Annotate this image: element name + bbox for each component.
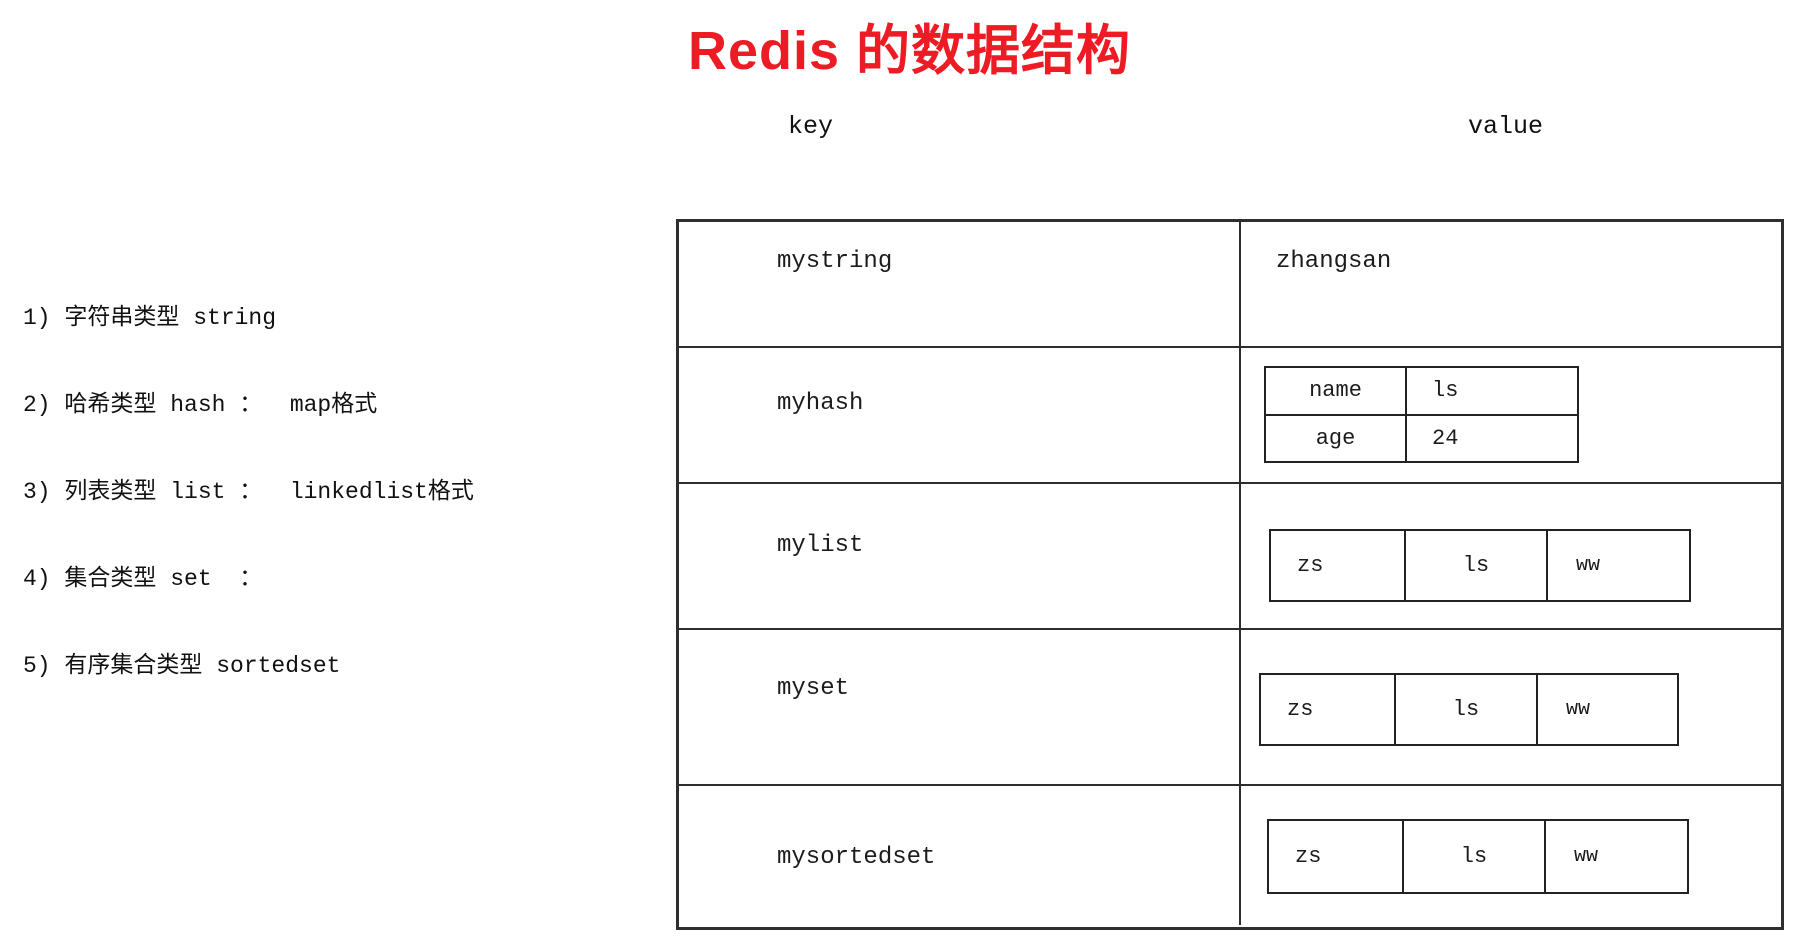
table-row-mylist: mylist zs ls ww [679, 482, 1781, 628]
hash-field: age [1266, 415, 1407, 461]
list-item: ww [1536, 675, 1677, 744]
note-line-string: 1) 字符串类型 string [23, 305, 277, 331]
list-item: zs [1297, 553, 1324, 578]
column-header-key: key [788, 112, 834, 141]
value-cell-mystring: zhangsan [1241, 222, 1781, 346]
string-value: zhangsan [1276, 248, 1392, 275]
list-item: zs [1295, 844, 1322, 869]
list-item: ls [1402, 821, 1544, 892]
table-row-mysortedset: mysortedset zs ls ww [679, 784, 1781, 925]
table-row-myhash: myhash name ls age 24 [679, 346, 1781, 482]
hash-map-table: name ls age 24 [1264, 366, 1579, 463]
sortedset-value-table: zs ls ww [1267, 819, 1689, 894]
value-cell-myset: zs ls ww [1241, 630, 1781, 784]
key-cell-myset: myset [679, 630, 1241, 784]
value-cell-mysortedset: zs ls ww [1241, 786, 1781, 925]
key-cell-mysortedset: mysortedset [679, 786, 1241, 925]
list-value-table: zs ls ww [1269, 529, 1691, 602]
list-item: ww [1544, 821, 1687, 892]
list-item: ls [1394, 675, 1536, 744]
note-line-set: 4) 集合类型 set ： [23, 566, 263, 592]
page-title: Redis 的数据结构 [688, 21, 1132, 81]
key-value-table: mystring zhangsan myhash name ls age 24 [676, 219, 1784, 930]
note-line-hash: 2) 哈希类型 hash ： map格式 [23, 392, 378, 418]
hash-entry-row: name ls [1266, 368, 1577, 414]
type-notes-list: 1) 字符串类型 string 2) 哈希类型 hash ： map格式 3) … [23, 246, 474, 739]
value-cell-mylist: zs ls ww [1241, 484, 1781, 628]
table-row-myset: myset zs ls ww [679, 628, 1781, 784]
hash-entry-row: age 24 [1266, 413, 1577, 461]
list-item: ww [1546, 531, 1689, 600]
table-row-mystring: mystring zhangsan [679, 222, 1781, 346]
column-header-value: value [1468, 112, 1544, 141]
key-cell-mylist: mylist [679, 484, 1241, 628]
key-cell-myhash: myhash [679, 348, 1241, 482]
hash-value: 24 [1432, 425, 1459, 451]
hash-field: name [1266, 368, 1407, 414]
set-value-table: zs ls ww [1259, 673, 1679, 746]
note-line-list: 3) 列表类型 list ： linkedlist格式 [23, 479, 474, 505]
note-line-sortedset: 5) 有序集合类型 sortedset [23, 653, 341, 679]
key-cell-mystring: mystring [679, 222, 1241, 346]
hash-value: ls [1432, 378, 1459, 404]
list-item: zs [1287, 697, 1314, 722]
list-item: ls [1404, 531, 1546, 600]
value-cell-myhash: name ls age 24 [1241, 348, 1781, 482]
